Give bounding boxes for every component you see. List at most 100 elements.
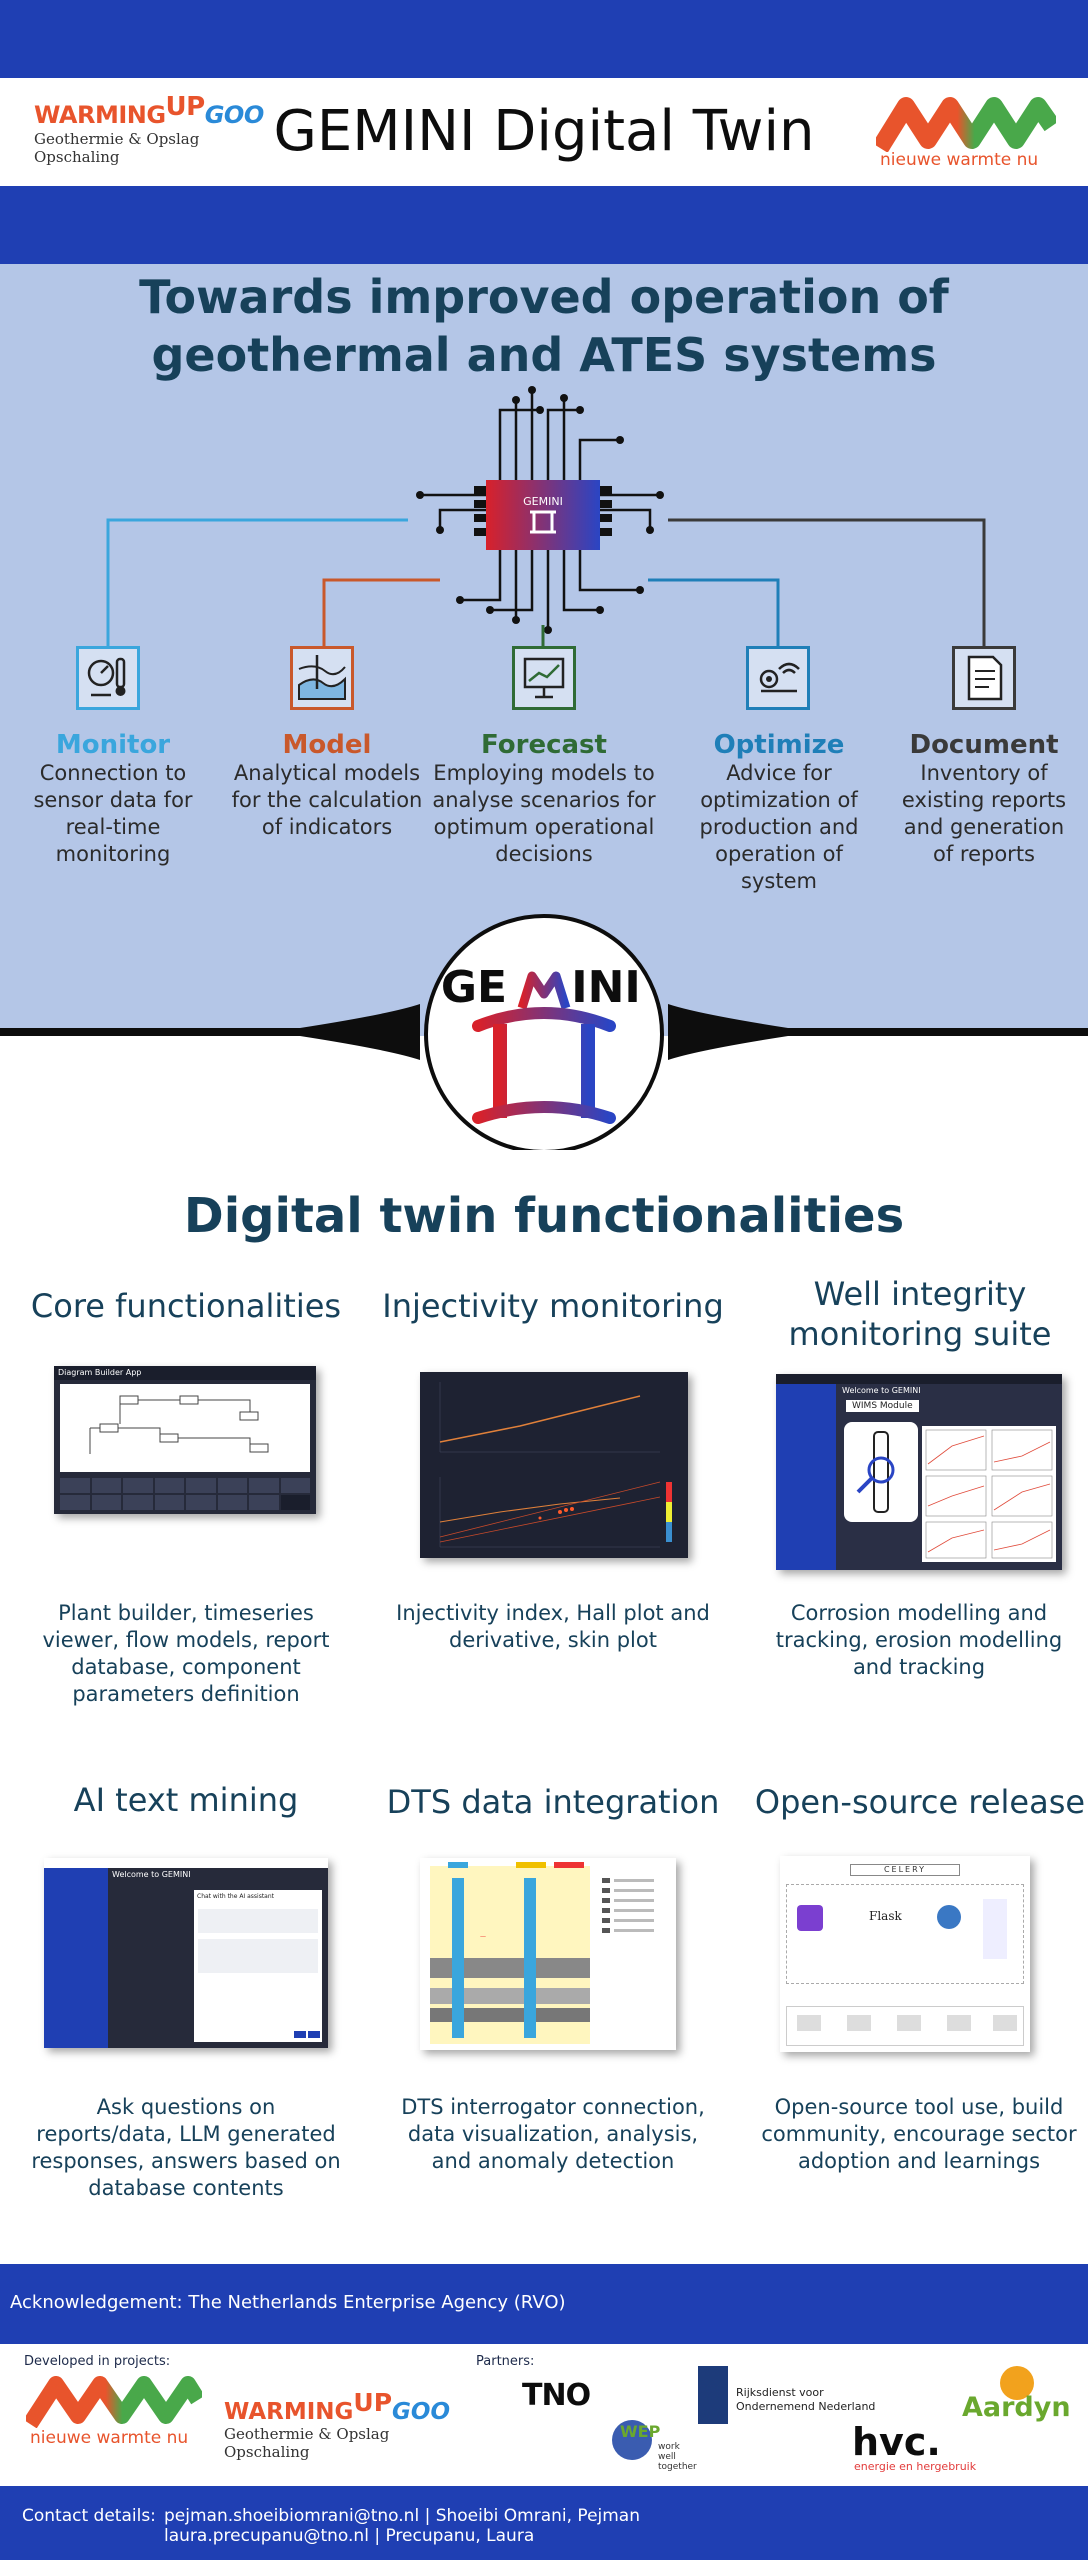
svg-text:—: — <box>480 1933 486 1940</box>
divider-right-wing <box>668 1004 1088 1060</box>
rvo-logo-text: Rijksdienst voor Ondernemend Nederland <box>736 2386 876 2413</box>
chip-side-pins <box>474 486 612 536</box>
wep-logo: WEP <box>620 2422 661 2441</box>
open-source-screenshot: CELERY Flask <box>780 1856 1030 2052</box>
aardyn-logo: Aardyn <box>962 2392 1071 2423</box>
gemini-logo-divider: GE INI <box>0 914 1088 1150</box>
col-desc-line: reports/data, LLM generated <box>36 2122 336 2146</box>
function-monitor: Monitor Connection to sensor data for re… <box>8 730 218 868</box>
open-source-release-desc: Open-source tool use, build community, e… <box>746 2094 1088 2175</box>
well-diagram-panel <box>844 1422 918 1522</box>
col-desc-line: tracking, erosion modelling <box>775 1628 1063 1652</box>
function-forecast: Forecast Employing models to analyse sce… <box>428 730 660 868</box>
col-desc-line: database, component <box>71 1655 301 1679</box>
function-desc-line: and generation <box>903 815 1065 839</box>
col-title-line: AI text mining <box>73 1781 299 1819</box>
logo-warming-text: WARMING <box>34 101 166 129</box>
function-desc-line: Connection to <box>39 761 187 785</box>
contact-line: pejman.shoeibiomrani@tno.nl | Shoeibi Om… <box>164 2506 640 2526</box>
function-desc-line: existing reports <box>901 788 1067 812</box>
gemini-logo-arch-top <box>472 1007 616 1032</box>
col-desc-line: data visualization, analysis, <box>407 2122 699 2146</box>
function-desc-line: sensor data for <box>33 788 193 812</box>
function-desc-line: real-time <box>65 815 161 839</box>
footer-nwn-text: nieuwe warmte nu <box>30 2428 189 2448</box>
function-model: Model Analytical models for the calculat… <box>222 730 432 841</box>
function-title: Optimize <box>713 730 845 760</box>
injectivity-plot-icon <box>439 1382 672 1548</box>
col-desc-line: Corrosion modelling and <box>790 1601 1048 1625</box>
col-desc-line: parameters definition <box>72 1682 300 1706</box>
contact-list: pejman.shoeibiomrani@tno.nl | Shoeibi Om… <box>164 2506 640 2546</box>
celery-label: CELERY <box>850 1864 960 1876</box>
chip-gemini-glyph <box>530 510 556 534</box>
wep-tagline: work well together <box>658 2442 697 2472</box>
connector-optimize <box>648 578 780 646</box>
core-functionalities-desc: Plant builder, timeseries viewer, flow m… <box>12 1600 360 1708</box>
nieuwe-warmte-nu-logo: nieuwe warmte nu <box>872 96 1060 174</box>
wims-sidebar <box>776 1384 836 1570</box>
function-desc-line: monitoring <box>55 842 171 866</box>
wep-tag-line: well <box>658 2452 676 2462</box>
rvo-crest-icon <box>698 2366 728 2424</box>
col-desc-line: derivative, skin plot <box>449 1628 657 1652</box>
forecast-icon-box <box>512 646 576 710</box>
function-title: Forecast <box>481 730 607 760</box>
function-optimize: Optimize Advice for optimization of prod… <box>674 730 884 895</box>
function-desc-line: Advice for <box>726 761 832 785</box>
chip-diagram: GEMINI <box>106 386 986 646</box>
contact-label: Contact details: <box>22 2506 156 2526</box>
divider-left-wing <box>0 1004 420 1060</box>
connector-document <box>668 518 986 646</box>
aardyn-sun-icon <box>1000 2366 1034 2400</box>
page-title: GEMINI Digital Twin <box>273 99 815 164</box>
function-desc-line: Analytical models <box>233 761 421 785</box>
forecast-chart-icon <box>523 657 565 699</box>
ai-text-mining-title: AI text mining <box>10 1780 362 1820</box>
col-desc-line: database contents <box>88 2176 284 2200</box>
core-functionalities-screenshot: Diagram Builder App <box>54 1366 316 1514</box>
architecture-box: Flask <box>786 1884 1024 1984</box>
chat-panel-title: Chat with the AI assistant <box>197 1893 275 1900</box>
injectivity-monitoring-title: Injectivity monitoring <box>370 1286 736 1326</box>
monitor-icon-box <box>76 646 140 710</box>
ai-sidebar <box>44 1868 108 2048</box>
chip-label: GEMINI <box>523 495 563 508</box>
footer-logo-up: UP <box>353 2388 393 2417</box>
ai-text-mining-screenshot: Welcome to GEMINI Chat with the AI assis… <box>44 1858 328 2048</box>
gemini-logo-text-left: GE <box>441 962 507 1013</box>
function-desc-line: system <box>741 869 817 893</box>
dts-wellbore-plot-icon: — <box>430 1862 654 2044</box>
footer-logo-tagline: Geothermie & Opslag Opschaling <box>224 2425 390 2461</box>
header-divider-band <box>0 186 1088 264</box>
wep-tag-line: together <box>658 2462 697 2472</box>
col-desc-line: responses, answers based on <box>31 2149 341 2173</box>
gemini-logo-pillars <box>493 1024 595 1118</box>
nwn-logo-text: nieuwe warmte nu <box>880 150 1039 170</box>
function-desc-line: Employing models to <box>433 761 655 785</box>
dts-data-integration-desc: DTS interrogator connection, data visual… <box>376 2094 730 2175</box>
col-title-line: DTS data integration <box>386 1783 720 1821</box>
col-desc-line: and tracking <box>852 1655 986 1679</box>
gemini-logo-text-right: INI <box>571 962 641 1013</box>
gemini-logo-m-glyph <box>517 971 571 1010</box>
architecture-storage-row <box>786 2006 1024 2046</box>
footer-warmingup-logo: WARMINGUPGOO Geothermie & Opslag Opschal… <box>224 2388 454 2461</box>
col-desc-line: viewer, flow models, report <box>42 1628 330 1652</box>
well-charts-panel <box>922 1426 1056 1562</box>
developed-label: Developed in projects: <box>24 2354 171 2369</box>
document-report-icon <box>967 655 1003 701</box>
acknowledgement-text: Acknowledgement: The Netherlands Enterpr… <box>10 2292 566 2313</box>
function-desc-line: for the calculation <box>231 788 423 812</box>
injectivity-screenshot <box>420 1372 688 1558</box>
function-document: Document Inventory of existing reports a… <box>880 730 1088 868</box>
function-desc-line: of reports <box>933 842 1035 866</box>
footer-logo-warming: WARMING <box>224 2399 354 2425</box>
dts-screenshot: — <box>420 1858 676 2050</box>
core-functionalities-title: Core functionalities <box>10 1286 362 1326</box>
well-integrity-desc: Corrosion modelling and tracking, erosio… <box>746 1600 1088 1681</box>
ai-text-mining-desc: Ask questions on reports/data, LLM gener… <box>12 2094 360 2202</box>
diagram-canvas <box>60 1384 310 1472</box>
hvc-logo: hvc. <box>852 2420 941 2464</box>
col-desc-line: community, encourage sector <box>761 2122 1077 2146</box>
